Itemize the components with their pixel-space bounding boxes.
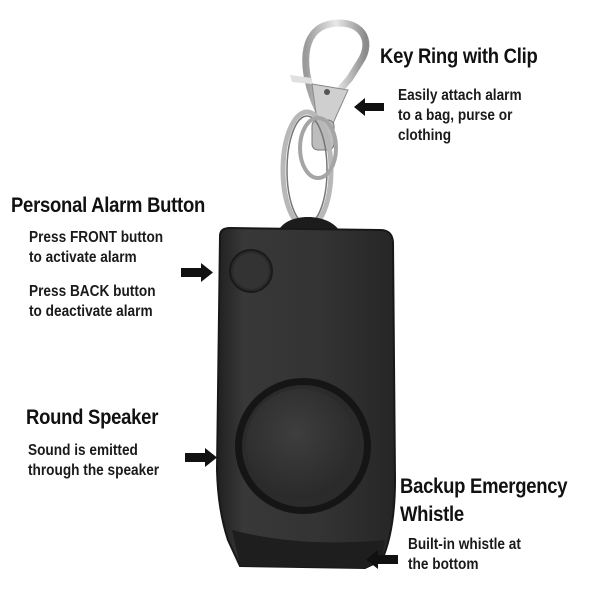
whistle-line-1: Built-in whistle at <box>408 536 521 553</box>
speaker-title: Round Speaker <box>26 406 159 429</box>
arrow-right-icon <box>181 263 213 282</box>
key-ring-title: Key Ring with Clip <box>380 45 538 68</box>
alarm-button-line-3: Press BACK button <box>29 283 156 300</box>
speaker-line-2: through the speaker <box>28 462 160 479</box>
key-ring-line-1: Easily attach alarm <box>398 87 522 104</box>
whistle-title-line-2: Whistle <box>400 503 464 526</box>
whistle-line-2: the bottom <box>408 556 479 573</box>
alarm-button-line-2: to activate alarm <box>29 249 137 266</box>
key-ring-line-3: clothing <box>398 127 452 144</box>
arrow-left-icon <box>366 550 398 569</box>
alarm-button-title: Personal Alarm Button <box>11 194 206 217</box>
speaker-line-1: Sound is emitted <box>28 442 138 459</box>
arrow-left-icon <box>354 98 384 116</box>
whistle-bottom <box>232 530 385 568</box>
whistle-title-line-1: Backup Emergency <box>400 475 568 498</box>
alarm-button-line-4: to deactivate alarm <box>29 303 153 320</box>
arrow-right-icon <box>185 448 217 467</box>
alarm-button-line-1: Press FRONT button <box>29 229 164 246</box>
round-speaker <box>235 378 371 514</box>
alarm-device <box>215 226 397 570</box>
front-alarm-button[interactable] <box>229 249 273 293</box>
key-ring-line-2: to a bag, purse or <box>398 107 513 124</box>
